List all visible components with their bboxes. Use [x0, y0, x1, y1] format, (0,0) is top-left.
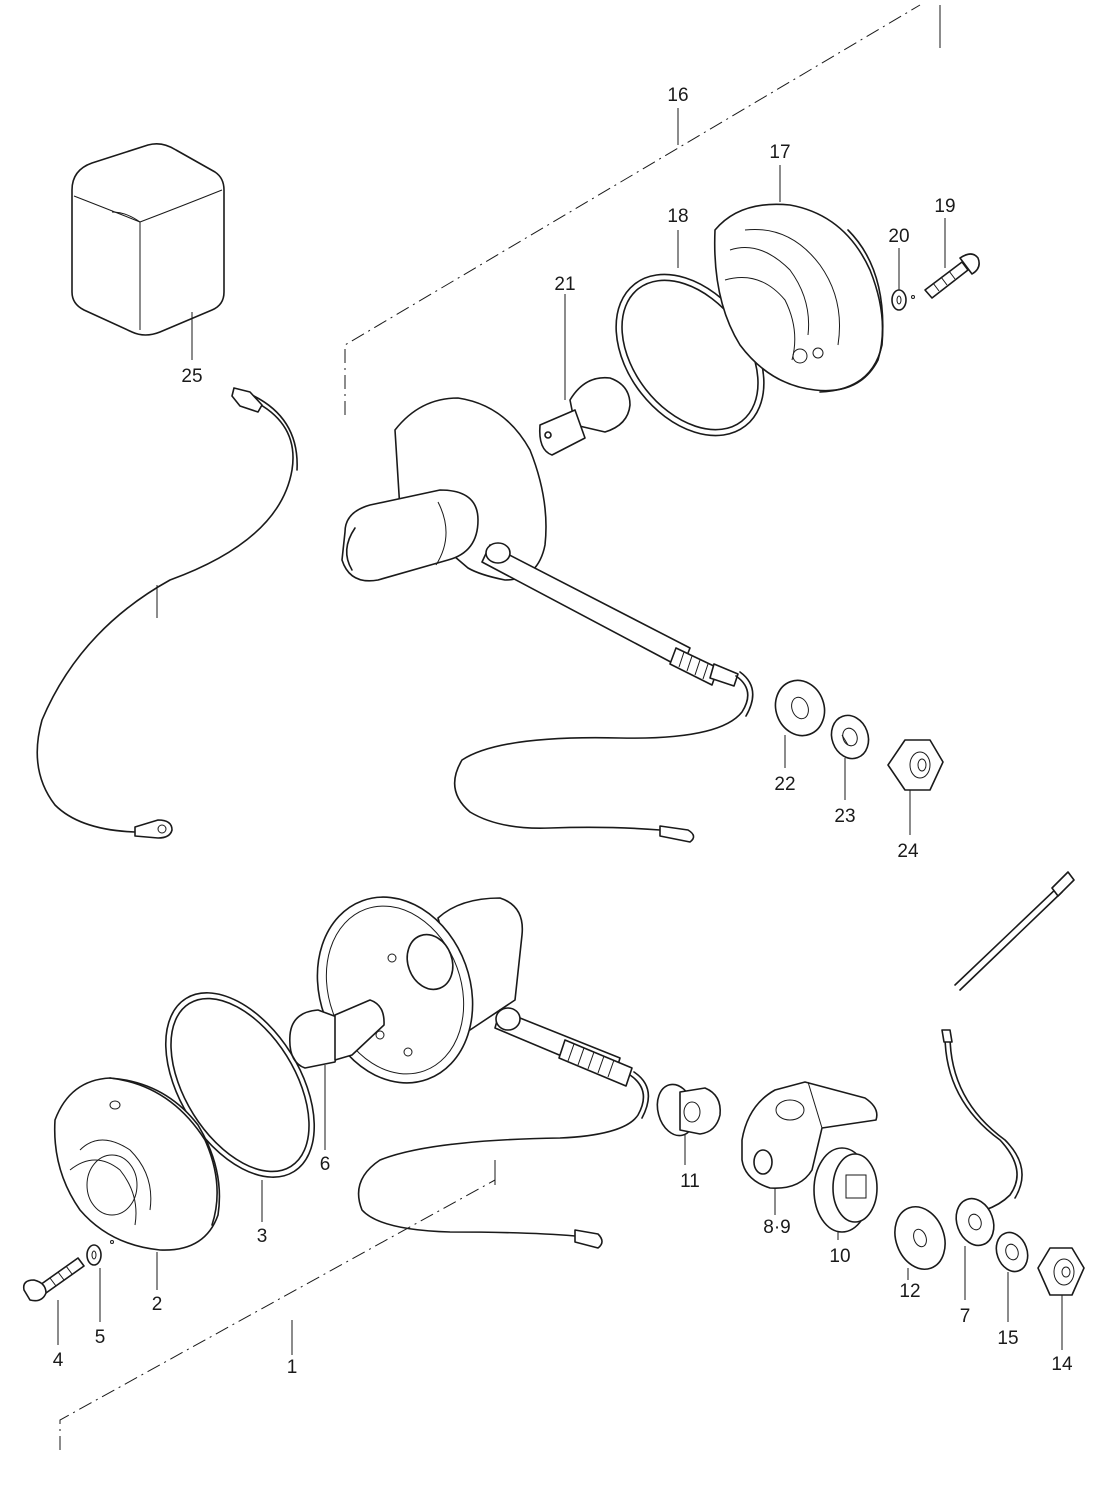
spacer-10: [813, 1147, 878, 1233]
nut-23: [887, 739, 944, 791]
screw-4: [22, 1240, 114, 1302]
bulb-lower: [288, 999, 385, 1069]
callout-18: 19: [934, 196, 955, 217]
callout-1: 1: [287, 1357, 298, 1378]
callout-23: 24: [897, 841, 919, 862]
lower-lead-wire: [357, 1071, 650, 1249]
callout-15: 16: [667, 85, 688, 106]
callout-21: 22: [774, 774, 795, 795]
wire-harness: [36, 387, 298, 839]
washer-19: [891, 289, 907, 311]
callout-14: 15: [997, 1328, 1018, 1349]
washer-5: [86, 1244, 102, 1266]
callout-5: 5: [95, 1327, 106, 1348]
mount-bracket: [741, 1081, 878, 1189]
lens-upper: [713, 203, 884, 393]
bulb-upper: [538, 376, 631, 456]
callout-22: 23: [834, 806, 855, 827]
callout-19: 20: [888, 226, 909, 247]
grommet-11: [656, 1083, 722, 1137]
relay-unit: [71, 143, 225, 336]
nut-13: [1037, 1247, 1085, 1296]
washer-21: [774, 679, 826, 737]
callout-11: 11: [680, 1171, 700, 1192]
washer-12: [894, 1206, 946, 1270]
callout-12: 12: [899, 1281, 920, 1302]
callout-labels: 16 17 18 19 20 21 25 22 23 24 6 3 11 8·9…: [53, 85, 1073, 1378]
lens-lower: [53, 1077, 221, 1251]
callout-20: 21: [554, 274, 575, 295]
callout-13: 14: [1051, 1354, 1073, 1375]
lock-washer-22: [830, 714, 870, 760]
screw-18: [911, 253, 980, 299]
assembly-1-bracket: [59, 1160, 496, 1450]
leader-lines: [57, 108, 1063, 1355]
callout-16: 17: [769, 142, 790, 163]
callout-7: 7: [960, 1306, 971, 1327]
callout-2: 2: [152, 1294, 163, 1315]
lock-washer-14: [995, 1231, 1029, 1273]
callout-8-9: 8·9: [763, 1217, 790, 1238]
ground-wire: [941, 871, 1075, 1247]
callout-3: 3: [257, 1226, 268, 1247]
callout-4: 4: [53, 1350, 64, 1371]
lower-housing: [316, 896, 633, 1087]
callout-24: 25: [181, 366, 202, 387]
upper-lead-wire: [453, 671, 754, 843]
assembly-15-bracket: [344, 4, 941, 415]
upper-housing: [341, 397, 739, 687]
callout-10: 10: [829, 1246, 850, 1267]
callout-6: 6: [320, 1154, 331, 1175]
callout-17: 18: [667, 206, 688, 227]
